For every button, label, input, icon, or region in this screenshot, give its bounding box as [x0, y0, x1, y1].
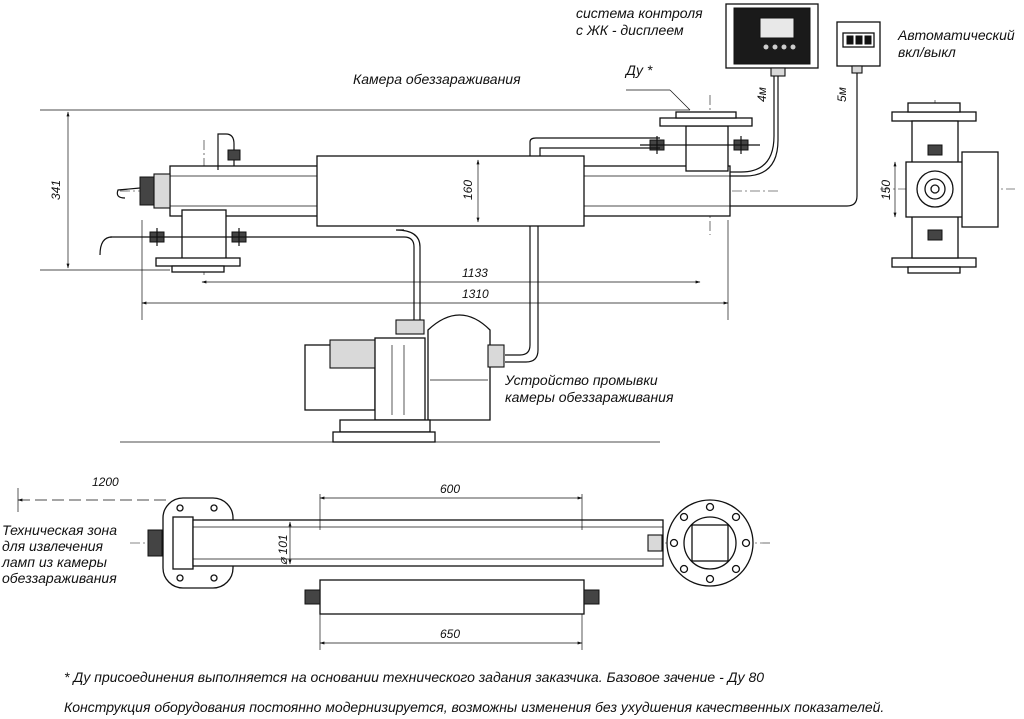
tech-zone-label-1: Техническая зона: [2, 522, 117, 538]
front-view: [40, 95, 780, 320]
tech-zone-label-2: для извлечения: [2, 538, 104, 554]
control-box: [590, 3, 819, 177]
disinfection-chamber-label: Камера обеззараживания: [353, 71, 521, 87]
dim-1133: 1133: [462, 266, 488, 280]
flushing-pump: [120, 226, 660, 443]
dim-650: 650: [440, 627, 460, 641]
cable-4m: 4м: [755, 87, 769, 102]
tech-zone-label-3: ламп из камеры: [1, 554, 108, 570]
footnote-du: * Ду присоединения выполняется на основа…: [64, 669, 764, 685]
dim-600: 600: [440, 482, 460, 496]
dim-150: 150: [879, 180, 893, 200]
dim-d101: ⌀ 101: [276, 534, 290, 565]
auto-switch-box: [590, 21, 881, 207]
tech-zone-label-4: обеззараживания: [2, 570, 117, 586]
control-system-label-2: с ЖК - дисплеем: [576, 22, 684, 38]
control-system-label-1: система контроля: [576, 5, 703, 21]
dim-160: 160: [461, 180, 475, 200]
top-view: [17, 488, 770, 650]
auto-switch-label-1: Автоматический: [897, 27, 1015, 43]
dim-1310: 1310: [462, 287, 489, 301]
du-label: Ду *: [624, 62, 653, 78]
cable-5m: 5м: [835, 87, 849, 102]
flushing-device-label-1: Устройство промывки: [504, 372, 658, 388]
dim-341: 341: [49, 180, 63, 200]
auto-switch-label-2: вкл/выкл: [898, 44, 956, 60]
side-view: [880, 100, 1015, 275]
flushing-device-label-2: камеры обеззараживания: [505, 389, 674, 405]
dim-1200: 1200: [92, 475, 119, 489]
footnote-construction: Конструкция оборудования постоянно модер…: [64, 699, 884, 715]
